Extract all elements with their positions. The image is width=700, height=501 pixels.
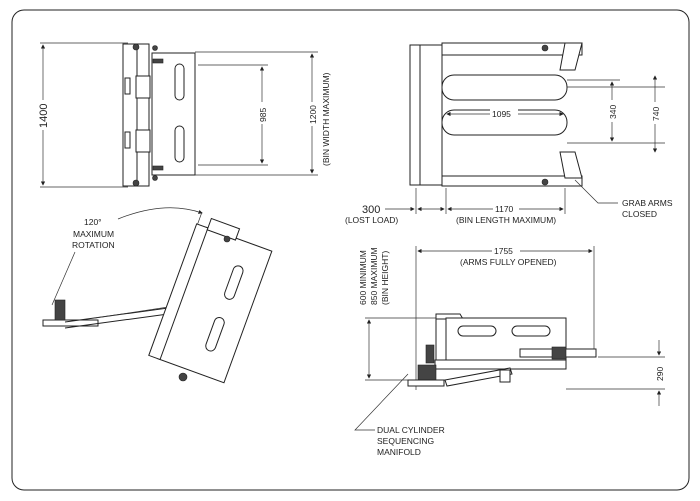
lost-load-note: (LOST LOAD) [345,215,398,225]
arms-opened-note: (ARMS FULLY OPENED) [460,257,557,267]
dimension-label-340: 340 [608,105,618,119]
rotation-angle: 120° [84,217,102,227]
dimension-label-985: 985 [258,108,268,122]
dimension-label-1170: 1170 [495,204,514,214]
bin-height-min: 600 MINIMUM [358,250,368,305]
drawing-border [11,9,690,491]
manifold-label: DUAL CYLINDER [377,425,445,435]
grab-plate [151,52,196,176]
leader-line [354,373,409,431]
dimension-label-1200: 1200 [308,105,318,124]
dimension-label-1755: 1755 [494,246,513,256]
dimension-label-1095: 1095 [492,109,511,119]
manifold-label: MANIFOLD [377,447,421,457]
bin-height-note: (BIN HEIGHT) [380,251,390,305]
rotation-view: 120° MAXIMUM ROTATION [42,207,273,384]
bin-length-note: (BIN LENGTH MAXIMUM) [456,215,556,225]
rotation-label: ROTATION [72,240,115,250]
plan-carriage [409,44,421,186]
grab-arm [441,74,568,101]
dimension-label-1400: 1400 [38,104,50,128]
dimension-label-300: 300 [362,204,380,216]
manifold-label: SEQUENCING [377,436,434,446]
plan-view: 1095 340 740 300 (LOST LOAD) 1170 (BIN L… [345,42,673,225]
rotation-label: MAXIMUM [73,229,114,239]
base-frame [42,319,99,327]
dimension-label-290: 290 [655,367,665,381]
rotation-arc [117,207,203,220]
bin-height-max: 850 MAXIMUM [369,247,379,305]
dimension-label-740: 740 [651,107,661,121]
grab-arms-label: CLOSED [622,209,657,219]
leader-line [574,179,618,204]
top-view: 1400 985 1200 (BIN WIDTH MAXIMUM) [36,42,331,188]
bin-width-note: (BIN WIDTH MAXIMUM) [321,72,331,166]
side-view: 1755 (ARMS FULLY OPENED) 600 MINIMUM 850… [354,245,665,457]
grab-arms-label: GRAB ARMS [622,198,673,208]
